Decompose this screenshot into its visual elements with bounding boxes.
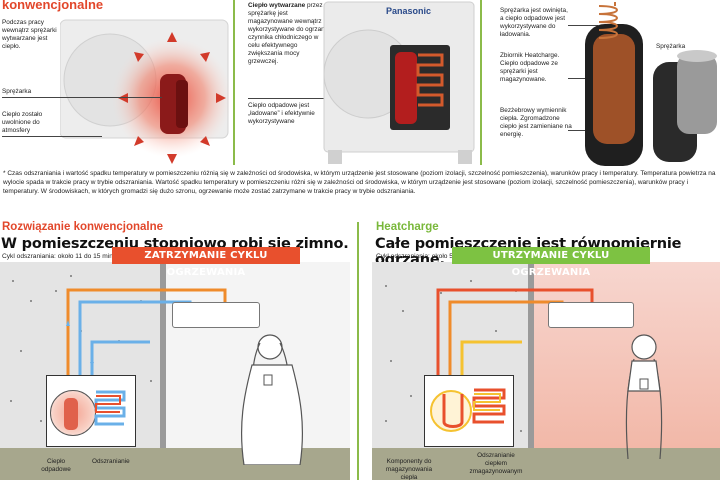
conv-note-heat: Podczas pracy wewnątrz sprężarki wytwarz… xyxy=(2,19,57,50)
right-ground xyxy=(372,448,720,480)
bottom-divider xyxy=(357,222,359,480)
left-compressor xyxy=(64,398,78,430)
hc-note-charged: Ciepło odpadowe jest „ładowane” i efekty… xyxy=(248,102,315,125)
right-indoor-unit xyxy=(548,302,634,328)
hc-note-stored-bold: Ciepło wytwarzane xyxy=(248,2,306,9)
right-label-compressor: Sprężarka xyxy=(656,43,686,50)
left-person-cold xyxy=(240,334,304,465)
brand-logo: Panasonic xyxy=(386,6,432,16)
left-heading: Rozwiązanie konwencjonalne xyxy=(2,221,164,233)
conv-label-compressor: Sprężarka xyxy=(2,88,32,95)
left-wall xyxy=(160,262,166,448)
right-person-warm xyxy=(625,334,663,460)
right-wall xyxy=(528,262,534,448)
footnote: * Czas odszraniania i wartość spadku tem… xyxy=(3,170,716,195)
top-divider-2 xyxy=(480,0,482,165)
conventional-unit-illustration xyxy=(59,14,235,164)
right-label-defrost: Odszranianie ciepłem zmagazynowanym xyxy=(469,452,523,475)
hc-note-stored-text: przez sprężarkę jest magazynowane wewnąt… xyxy=(248,2,330,65)
left-label-defrost: Odszranianie xyxy=(92,458,130,465)
hc-note-stored: Ciepło wytwarzane przez sprężarkę jest m… xyxy=(248,2,330,66)
right-storage-ring xyxy=(430,390,472,432)
heatcharge-parts-illustration xyxy=(575,0,720,170)
right-note-wrapped: Sprężarka jest owinięta, a ciepło odpado… xyxy=(500,7,568,38)
left-indoor-unit xyxy=(172,302,260,328)
heading-conventional: konwencjonalne xyxy=(2,0,104,12)
right-label-storage: Komponenty do magazynowania ciepła xyxy=(385,458,433,480)
top-divider xyxy=(233,0,235,165)
right-heading: Heatcharge xyxy=(376,221,439,233)
right-note-tank: Zbiornik Heatcharge. Ciepło odpadowe ze … xyxy=(500,52,560,83)
left-banner: ZATRZYMANIE CYKLU OGRZEWANIA xyxy=(112,247,300,278)
right-note-exchanger: Bezżebrowy wymiennik ciepła. Zgromadzone… xyxy=(500,107,572,138)
right-storage-coil xyxy=(442,394,464,428)
left-label-heat: Ciepło odpadowe xyxy=(41,458,71,473)
heatcharge-unit-illustration xyxy=(318,0,478,168)
left-coil xyxy=(94,390,126,426)
right-banner: UTRZYMANIE CYKLU OGRZEWANIA xyxy=(452,247,650,278)
conv-note-released: Ciepło zostało uwolnione do atmosfery xyxy=(2,111,43,134)
right-coil xyxy=(472,388,506,424)
